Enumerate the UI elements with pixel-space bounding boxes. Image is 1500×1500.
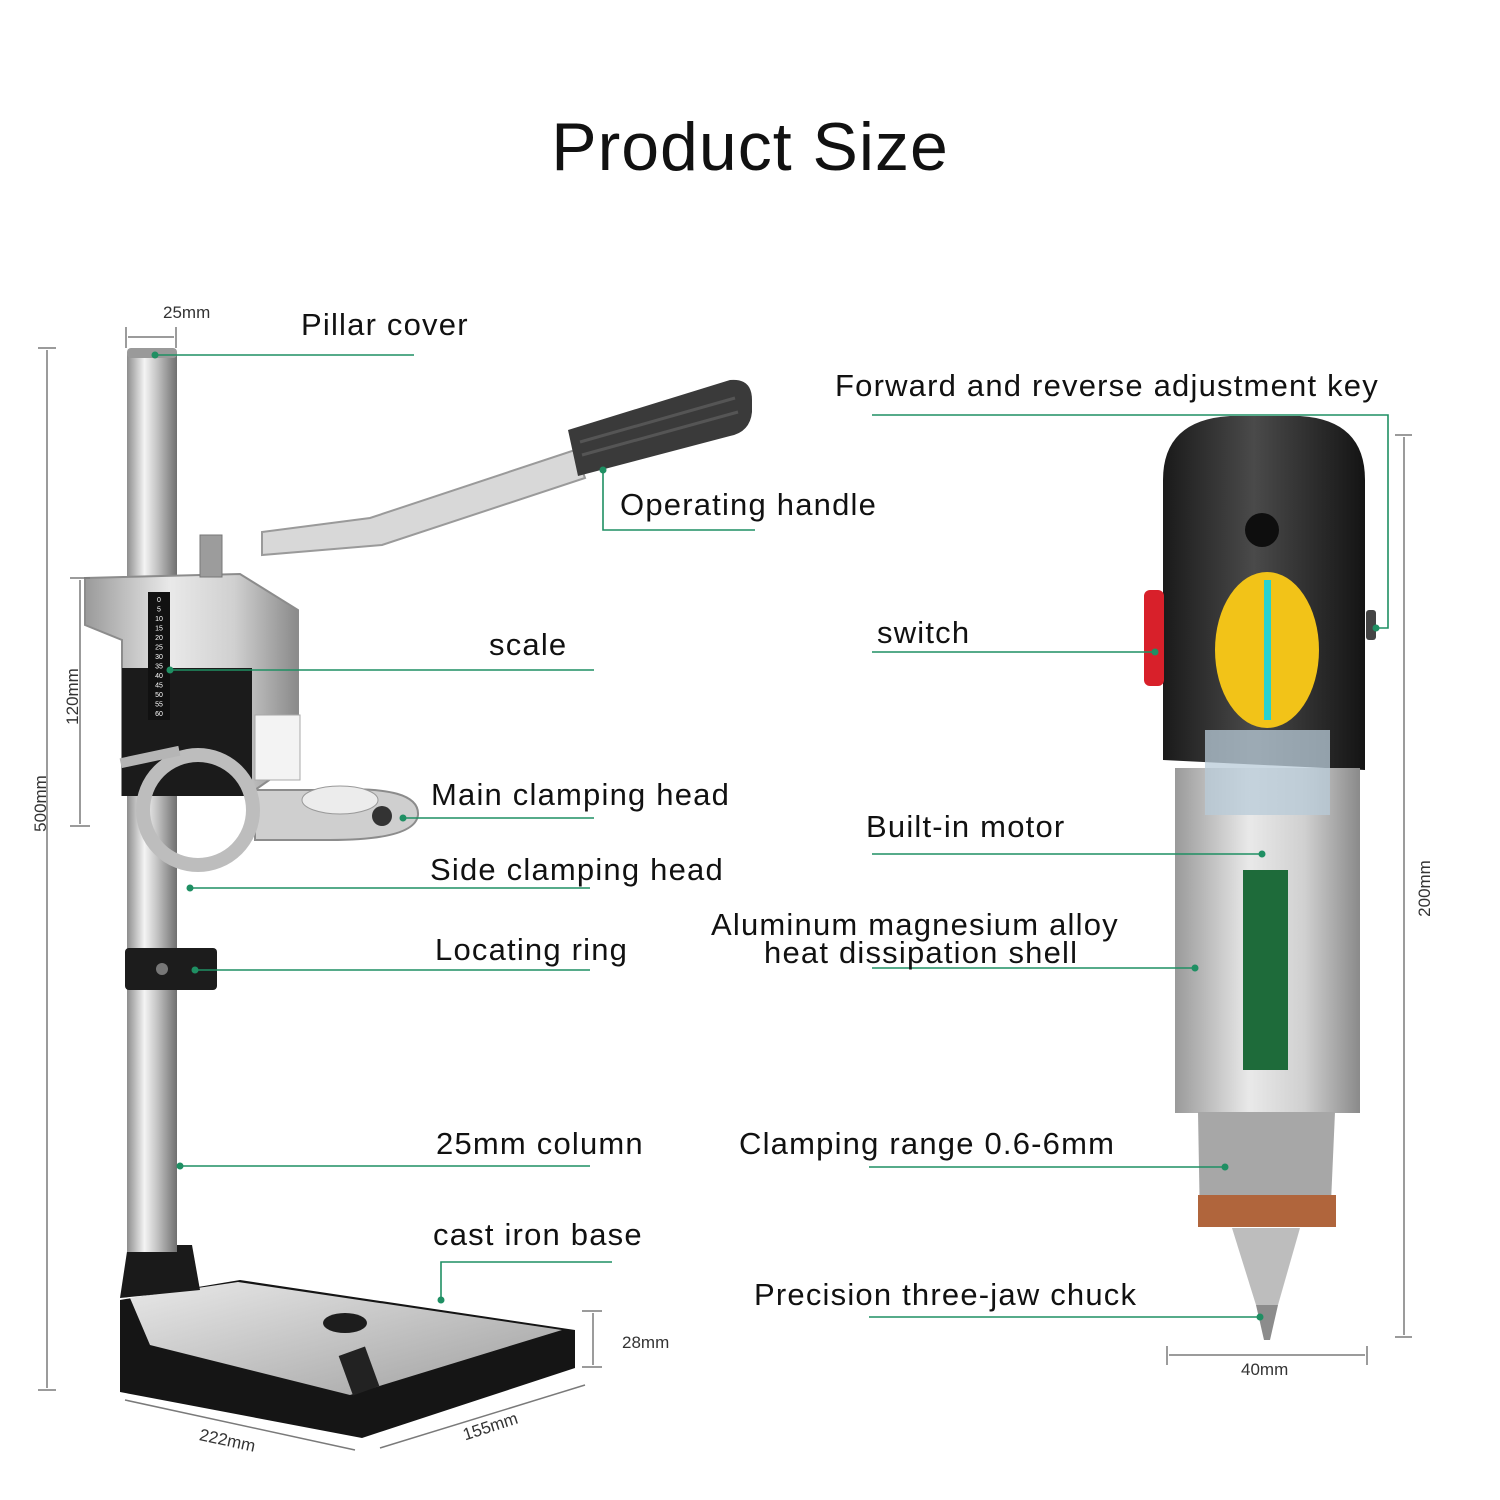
clamp-dark-panel (122, 668, 252, 796)
dim-stand-height: 500mm (30, 775, 50, 832)
scale-tick-label: 45 (155, 683, 163, 690)
dim-drill-diameter: 40mm (1241, 1360, 1289, 1379)
drill-blurred-label (1205, 730, 1330, 815)
drill-stand: 0 5 10 15 20 25 30 35 40 45 50 55 60 (84, 348, 752, 1438)
scale-tick-label: 40 (155, 673, 163, 680)
label-built-in-motor: Built-in motor (866, 809, 1066, 844)
page-title: Product Size (551, 109, 949, 185)
dim-pillar-diameter: 25mm (163, 303, 211, 322)
dim-clamp-height: 120mm (62, 668, 82, 725)
handle-arm (261, 448, 587, 557)
scale-tick-label: 30 (155, 654, 163, 661)
scale-ticks: 0 5 10 15 20 25 30 35 40 45 50 55 60 (155, 597, 163, 718)
depth-post (199, 534, 223, 578)
drill-vent-hole (1245, 513, 1279, 547)
label-chuck: Precision three-jaw chuck (754, 1277, 1138, 1312)
locating-ring (125, 948, 217, 990)
operating-handle-grip (568, 379, 752, 476)
scale-tick-label: 20 (155, 635, 163, 642)
dimension-lines (38, 327, 1412, 1451)
scale-tick-label: 10 (155, 616, 163, 623)
forward-reverse-key (1366, 610, 1376, 640)
label-main-clamping-head: Main clamping head (431, 777, 731, 812)
locating-ring-screw (156, 963, 168, 975)
dim-base-thickness: 28mm (622, 1333, 670, 1352)
main-clamp-bolt (372, 806, 392, 826)
leader-lines (155, 354, 1389, 1318)
pillar (127, 352, 177, 1252)
label-forward-reverse-key: Forward and reverse adjustment key (835, 368, 1379, 403)
label-shell-line1: Aluminum magnesium alloy (711, 907, 1119, 942)
scale-tick-label: 15 (155, 626, 163, 633)
drill-bit-tip (1256, 1305, 1278, 1340)
base-socket (120, 1245, 200, 1298)
electric-drill (1144, 416, 1376, 1340)
side-clamp-screw (119, 745, 181, 769)
label-shell-line2: heat dissipation shell (764, 935, 1079, 970)
label-cast-iron-base: cast iron base (433, 1217, 643, 1252)
label-switch: switch (877, 615, 971, 650)
scale-tick-label: 35 (155, 664, 163, 671)
base-top-plate (130, 1282, 562, 1395)
scale-tick-label: 25 (155, 645, 163, 652)
label-side-clamping-head: Side clamping head (430, 852, 724, 887)
label-column: 25mm column (436, 1126, 644, 1161)
scale-tick-label: 50 (155, 692, 163, 699)
base-slot (338, 1346, 380, 1396)
scale-tick-label: 5 (157, 607, 161, 614)
scale-tick-label: 55 (155, 702, 163, 709)
scale-strip (148, 592, 170, 720)
switch-button (1144, 590, 1164, 686)
label-locating-ring: Locating ring (435, 932, 629, 967)
drill-warning-sticker (1243, 870, 1288, 1070)
label-pillar-cover: Pillar cover (301, 307, 469, 342)
scale-tick-label: 0 (157, 597, 161, 604)
label-scale: scale (489, 627, 568, 662)
leader-dots (151, 351, 1380, 1321)
clamp-sticker (254, 714, 301, 781)
label-operating-handle: Operating handle (620, 487, 878, 522)
scale-tick-label: 60 (155, 711, 163, 718)
dim-drill-length: 200mm (1414, 860, 1434, 917)
side-clamping-head (136, 748, 260, 872)
label-clamping-range: Clamping range 0.6-6mm (739, 1126, 1116, 1161)
base-hole (323, 1313, 367, 1333)
